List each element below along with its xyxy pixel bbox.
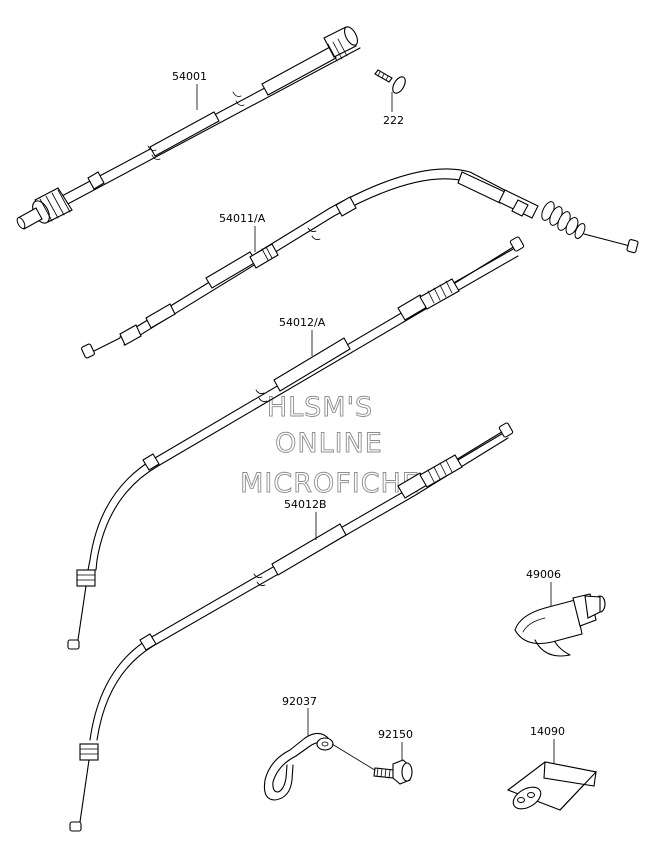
label-49006: 49006 xyxy=(526,568,561,581)
watermark-line-1: HLSM'S xyxy=(267,392,373,423)
screw[interactable] xyxy=(374,69,408,95)
label-54001: 54001 xyxy=(172,70,207,83)
throttle-cable-close[interactable] xyxy=(69,422,514,832)
label-54012a: 54012/A xyxy=(279,316,326,329)
label-14090: 14090 xyxy=(530,725,565,738)
throttle-cable-open[interactable] xyxy=(67,236,525,650)
watermark: HLSM'S ONLINE MICROFICHE xyxy=(240,392,420,500)
label-92150: 92150 xyxy=(378,728,413,741)
cable-guide[interactable] xyxy=(514,593,606,657)
clutch-cable[interactable] xyxy=(81,168,639,359)
clutch-boot xyxy=(541,201,586,239)
watermark-line-3: MICROFICHE xyxy=(240,468,420,499)
bolt[interactable] xyxy=(373,759,413,785)
clamp[interactable] xyxy=(263,732,334,801)
watermark-line-2: ONLINE xyxy=(275,428,383,459)
speedometer-cable[interactable] xyxy=(16,25,361,230)
cable-cap[interactable] xyxy=(506,761,598,813)
label-54011a: 54011/A xyxy=(219,212,266,225)
label-54012b: 54012B xyxy=(284,498,327,511)
label-222: 222 xyxy=(383,114,404,127)
label-92037: 92037 xyxy=(282,695,317,708)
